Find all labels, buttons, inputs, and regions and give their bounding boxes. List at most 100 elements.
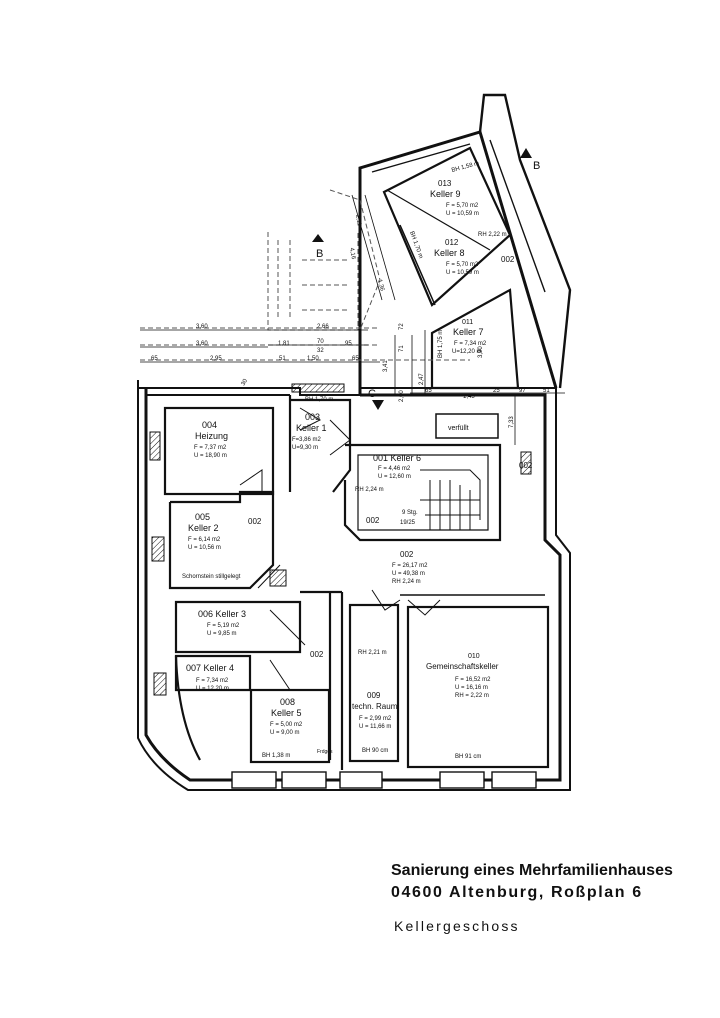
frdges-note: Frdges <box>317 749 333 755</box>
room-007: 007 Keller 4 F = 7,34 m2 U = 12,20 m <box>186 663 234 692</box>
project-address: 04600 Altenburg, Roßplan 6 <box>391 884 643 901</box>
room-area: F = 5,70 m2 <box>446 262 479 268</box>
room-008: 008 Keller 5 F = 5,00 m2 U = 9,00 m <box>270 697 303 736</box>
room-perimeter: U = 16,16 m <box>455 685 488 691</box>
room-rh: RH = 2,22 m <box>455 693 489 699</box>
dim-text: 32 <box>317 348 324 354</box>
room-area: F = 2,99 m2 <box>359 716 392 722</box>
floor-name: Kellergeschoss <box>394 918 520 934</box>
room-012: 012 Keller 8 F = 5,70 m2 U = 10,59 m <box>434 238 479 276</box>
dimension-texts: 3,60 3,60 2,66 1,81 70 95 32 65 2,95 51 … <box>151 214 550 428</box>
section-markers <box>312 148 532 410</box>
dim-text: 2,11 <box>354 214 362 227</box>
room-area: F = 16,52 m2 <box>455 677 491 683</box>
stairs <box>420 469 481 530</box>
room-010: 010 Gemeinschaftskeller F = 16,52 m2 U =… <box>426 653 499 760</box>
room-area: F = 6,14 m2 <box>188 537 221 543</box>
room-area: F = 26,17 m2 <box>392 563 428 569</box>
section-marker-c: C <box>368 388 376 400</box>
dimension-lines <box>140 194 565 445</box>
room-area: F = 7,34 m2 <box>196 678 229 684</box>
bh-note: BH 90 cm <box>362 748 388 754</box>
room-area: F = 5,70 m2 <box>446 203 479 209</box>
room-perimeter: U=12,20 m <box>452 349 482 355</box>
section-marker-b-1: B <box>316 248 323 260</box>
room-area: F = 5,19 m2 <box>207 623 240 629</box>
dim-text: 51 <box>279 356 286 362</box>
bh-note: BH 1,38 m <box>262 753 290 759</box>
schornstein-note: Schornstein stillgelegt <box>182 574 241 580</box>
dim-text: 7,33 <box>509 416 515 428</box>
stairs-ratio: 19/25 <box>400 520 416 526</box>
bh-note: BH 91 cm <box>455 754 481 760</box>
room-number: 010 <box>468 653 480 660</box>
room-rh: RH 2,24 m <box>392 579 421 585</box>
dim-text: 1,81 <box>278 341 290 347</box>
room-number: 013 <box>438 179 452 188</box>
room-number: 008 <box>280 697 295 707</box>
room-area: F = 5,00 m2 <box>270 722 303 728</box>
room-perimeter: U = 18,90 m <box>194 453 227 459</box>
bh-note: BH 1,70 m <box>305 397 333 403</box>
room-name: Keller 7 <box>453 327 484 337</box>
dim-text: 1,45 <box>463 394 475 400</box>
dim-text: 95 <box>345 341 352 347</box>
dim-text: 2,47 <box>419 373 425 385</box>
dim-text: 2,66 <box>317 324 329 330</box>
room-003: 003 Keller 1 F=3,86 m2 U=9,30 m <box>292 412 327 451</box>
corridor-label: 002 <box>310 650 324 659</box>
dim-text: 3,41 <box>383 360 389 372</box>
dim-text: 2,00 <box>399 390 405 402</box>
room-area: F = 7,34 m2 <box>454 341 487 347</box>
room-name: Keller 1 <box>296 423 327 433</box>
interior-walls <box>163 146 550 770</box>
verfuellt-label: verfüllt <box>448 425 469 432</box>
room-013: 013 Keller 9 F = 5,70 m2 U = 10,59 m <box>430 179 479 217</box>
room-name: Keller 5 <box>271 708 302 718</box>
room-number: 002 <box>400 550 414 559</box>
rh-note: RH 2,22 m <box>478 232 507 238</box>
rh-note: RH 2,21 m <box>358 650 387 656</box>
room-perimeter: U = 11,66 m <box>359 724 391 730</box>
room-001: 001 Keller 6 F = 4,46 m2 U = 12,60 m RH … <box>355 453 421 526</box>
door-swings <box>239 407 441 691</box>
dim-text: 3,60 <box>196 341 208 347</box>
room-number: 012 <box>445 238 459 247</box>
corridor-label: 002 <box>501 255 515 264</box>
room-perimeter: U = 49,38 m <box>392 571 425 577</box>
rh-note: RH 2,24 m <box>355 487 384 493</box>
room-name: Heizung <box>195 431 228 441</box>
room-area: F = 7,37 m2 <box>194 445 227 451</box>
corridor-label: 002 <box>248 517 262 526</box>
dim-text: 3,90 <box>478 346 484 358</box>
room-perimeter: U = 10,59 m <box>446 211 479 217</box>
room-number: 003 <box>305 412 320 422</box>
room-004: 004 Heizung F = 7,37 m2 U = 18,90 m <box>194 420 228 459</box>
room-area: F=3,86 m2 <box>292 437 322 443</box>
room-name: Keller 8 <box>434 248 465 258</box>
room-name: Keller 9 <box>430 189 461 199</box>
dim-text: 65 <box>352 356 359 362</box>
room-number: 009 <box>367 691 381 700</box>
dim-text: 65 <box>151 356 158 362</box>
room-perimeter: U = 9,85 m <box>207 631 237 637</box>
room-perimeter: U = 10,56 m <box>188 545 221 551</box>
room-002: 002 F = 26,17 m2 U = 49,38 m RH 2,24 m <box>392 550 428 585</box>
dashed-existing-outline <box>140 189 470 361</box>
room-name: Keller 2 <box>188 523 219 533</box>
room-perimeter: U=9,30 m <box>292 445 318 451</box>
bh-note: BH 1,75 m <box>438 330 444 358</box>
dim-text: 25 <box>493 388 500 394</box>
dim-text: 97 <box>519 388 526 394</box>
room-number: 005 <box>195 512 210 522</box>
dim-text: 51 <box>543 388 550 394</box>
section-marker-b-2: B <box>533 160 540 172</box>
dim-text: 2,95 <box>210 356 222 362</box>
room-number: 006 Keller 3 <box>198 609 246 619</box>
room-006: 006 Keller 3 F = 5,19 m2 U = 9,85 m <box>198 609 246 637</box>
room-number: 004 <box>202 420 217 430</box>
dim-text: 4,16 <box>348 247 356 260</box>
dim-text: 65 <box>425 388 432 394</box>
dim-text: 71 <box>399 345 405 352</box>
